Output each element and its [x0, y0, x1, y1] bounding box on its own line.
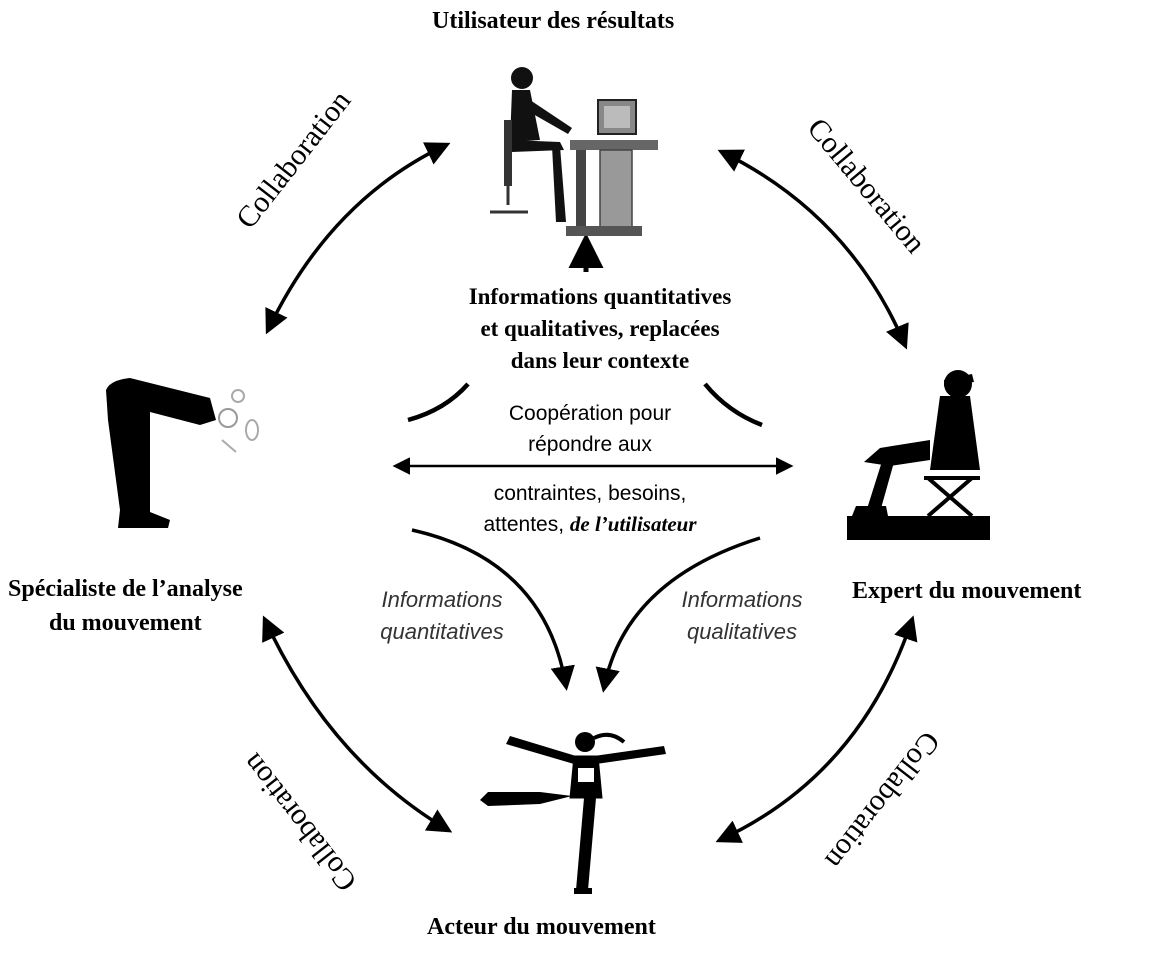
cooperation-text-upper: Coopération pour répondre aux	[430, 398, 750, 460]
computer-user-icon	[490, 67, 658, 236]
node-label-left-line2: du mouvement	[48, 610, 202, 636]
collab-arrow-bottom-left	[262, 615, 453, 833]
collab-arrow-bottom-right	[715, 615, 918, 843]
cooperation-text-lower: contraintes, besoins, attentes, de l’uti…	[430, 478, 750, 540]
cooperation-line1: Coopération pour	[508, 402, 672, 425]
cooperation-line2: répondre aux	[528, 433, 652, 456]
info-quanti-line2: quantitatives	[380, 619, 504, 644]
context-info-line1: Informations quantitatives	[468, 284, 732, 309]
feed-right-curve	[703, 382, 763, 428]
cooperation-line4-plain: attentes,	[483, 513, 570, 536]
info-quali-label: Informations qualitatives	[652, 584, 832, 648]
info-quali-line2: qualitatives	[686, 619, 798, 644]
bending-person-icon	[106, 378, 259, 528]
info-quanti-line1: Informations	[381, 587, 503, 612]
cooperation-line4: attentes, de l’utilisateur	[430, 509, 750, 540]
node-label-top: Utilisateur des résultats	[432, 8, 675, 34]
info-quali-arrow	[595, 536, 761, 693]
node-label-bottom: Acteur du mouvement	[427, 914, 656, 940]
seated-expert-icon	[847, 370, 990, 540]
info-quanti-arrow	[411, 528, 575, 691]
node-label-right: Expert du mouvement	[852, 578, 1082, 604]
info-quanti-label: Informations quantitatives	[352, 584, 532, 648]
feed-left-curve	[407, 382, 470, 423]
context-info-line2: et qualitatives, replacées	[480, 316, 720, 341]
context-info-line3: dans leur contexte	[510, 348, 690, 373]
collab-arrow-top-left	[265, 142, 451, 335]
collab-arrow-top-right	[717, 149, 909, 350]
context-info-text: Informations quantitatives et qualitativ…	[410, 281, 790, 377]
dancer-icon	[480, 732, 666, 894]
info-quali-line1: Informations	[681, 587, 803, 612]
node-label-left-line1: Spécialiste de l’analyse	[8, 576, 243, 602]
cooperation-line4-emph: de l’utilisateur	[569, 512, 697, 536]
node-label-left: Spécialiste de l’analyse du mouvement	[8, 572, 243, 640]
cooperation-line3: contraintes, besoins,	[493, 482, 687, 505]
